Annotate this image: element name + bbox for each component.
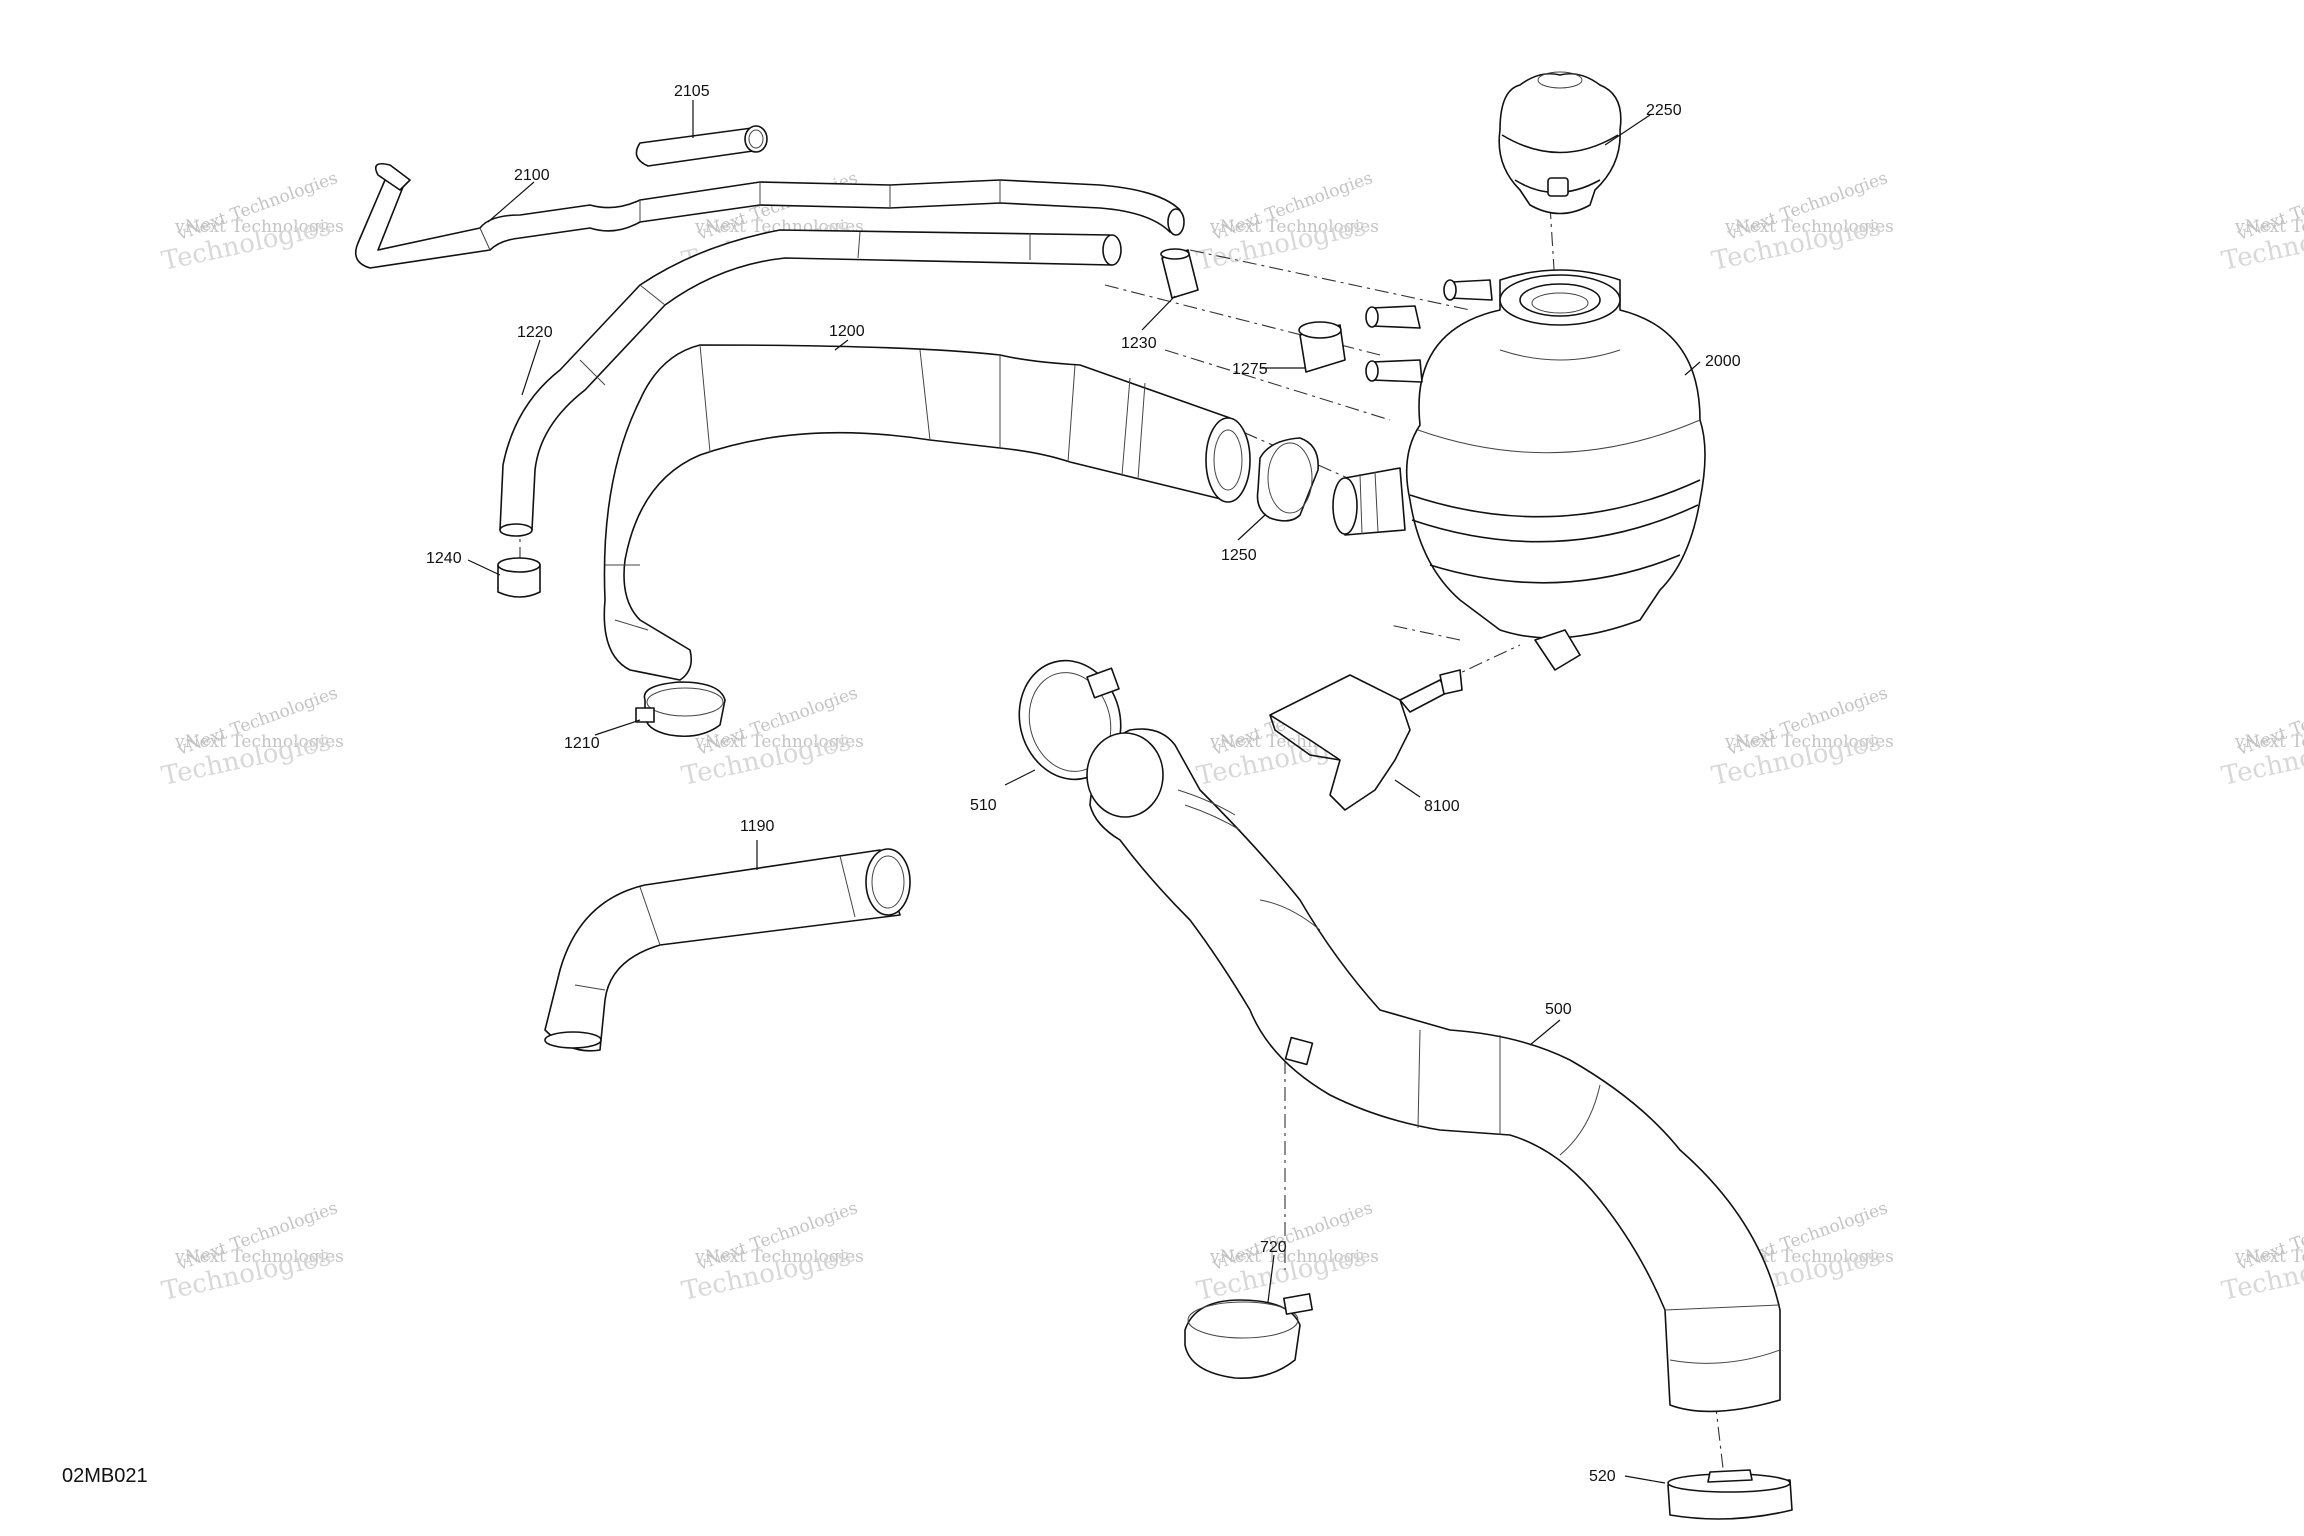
callout-2100: 2100 xyxy=(514,167,550,184)
callout-520: 520 xyxy=(1589,1468,1616,1485)
callout-2250: 2250 xyxy=(1646,102,1682,119)
watermark: vNext Technologies vNext Technologies Te… xyxy=(2219,168,2304,277)
watermark: vNext Technologies vNext Technologies Te… xyxy=(2219,1198,2304,1307)
part-500-hose[interactable] xyxy=(1086,728,1781,1413)
svg-text:vNext Technologies: vNext Technologies xyxy=(694,732,864,752)
part-720-clamp[interactable] xyxy=(1184,1293,1313,1379)
watermark: vNext Technologies vNext Technologies Te… xyxy=(679,1198,864,1307)
diagram-code: 02MB021 xyxy=(62,1465,148,1487)
callout-1190: 1190 xyxy=(740,818,775,835)
watermark: vNext Technologies vNext Technologies Te… xyxy=(1194,168,1379,277)
svg-text:vNext Technologies: vNext Technologies xyxy=(2234,1247,2304,1267)
callout-720: 720 xyxy=(1260,1239,1287,1256)
part-1230-clamp[interactable] xyxy=(1160,248,1199,299)
part-520-cap[interactable] xyxy=(1667,1469,1793,1520)
part-1250-clamp[interactable] xyxy=(1256,437,1319,522)
callout-1275: 1275 xyxy=(1232,361,1268,378)
callout-1220: 1220 xyxy=(517,324,553,341)
part-8100-bracket[interactable] xyxy=(1269,669,1463,811)
watermark: vNext Technologies vNext Technologies Te… xyxy=(2219,683,2304,792)
svg-text:vNext Technologies: vNext Technologies xyxy=(1724,732,1894,752)
callout-1210: 1210 xyxy=(564,735,600,752)
watermark: vNext Technologies vNext Technologies Te… xyxy=(159,683,344,792)
part-1210-clamp[interactable] xyxy=(635,681,726,738)
part-1275-clamp[interactable] xyxy=(1298,321,1346,373)
svg-text:vNext Technologies: vNext Technologies xyxy=(1209,217,1379,237)
watermark: vNext Technologies vNext Technologies Te… xyxy=(159,168,344,277)
svg-text:vNext Technologies: vNext Technologies xyxy=(174,217,344,237)
leader-lines xyxy=(467,100,1701,1484)
part-1200-hose[interactable] xyxy=(603,344,1251,681)
watermark-layer: vNext Technologies vNext Technologies Te… xyxy=(159,168,2304,1307)
part-2000-reservoir[interactable] xyxy=(1332,269,1706,671)
callout-2105: 2105 xyxy=(674,83,710,100)
part-1190-hose[interactable] xyxy=(544,848,911,1052)
callout-1230: 1230 xyxy=(1121,335,1157,352)
svg-text:vNext Technologies: vNext Technologies xyxy=(1724,217,1894,237)
part-2100-hose[interactable] xyxy=(354,162,1185,269)
part-1220-hose[interactable] xyxy=(499,229,1122,537)
part-2105-hose[interactable] xyxy=(635,125,768,167)
svg-text:vNext Technologies: vNext Technologies xyxy=(174,1247,344,1267)
callout-8100: 8100 xyxy=(1424,798,1460,815)
svg-text:vNext Technologies: vNext Technologies xyxy=(694,1247,864,1267)
callout-500: 500 xyxy=(1545,1001,1572,1018)
svg-text:vNext Technologies: vNext Technologies xyxy=(1724,1247,1894,1267)
svg-text:vNext Technologies: vNext Technologies xyxy=(2234,732,2304,752)
watermark: vNext Technologies vNext Technologies Te… xyxy=(1709,683,1894,792)
callout-2000: 2000 xyxy=(1705,353,1741,370)
watermark: vNext Technologies vNext Technologies Te… xyxy=(159,1198,344,1307)
callout-1240: 1240 xyxy=(426,550,462,567)
callout-1200: 1200 xyxy=(829,323,865,340)
callout-510: 510 xyxy=(970,797,997,814)
watermark: vNext Technologies vNext Technologies Te… xyxy=(1709,168,1894,277)
svg-text:vNext Technologies: vNext Technologies xyxy=(1209,1247,1379,1267)
part-1240-clamp[interactable] xyxy=(497,557,541,598)
svg-text:vNext Technologies: vNext Technologies xyxy=(2234,217,2304,237)
callout-labels: 2105 2100 2250 1230 1220 1200 1275 2000 … xyxy=(426,83,1741,1485)
part-2250-cap[interactable] xyxy=(1498,71,1622,215)
callout-1250: 1250 xyxy=(1221,547,1257,564)
svg-text:vNext Technologies: vNext Technologies xyxy=(174,732,344,752)
